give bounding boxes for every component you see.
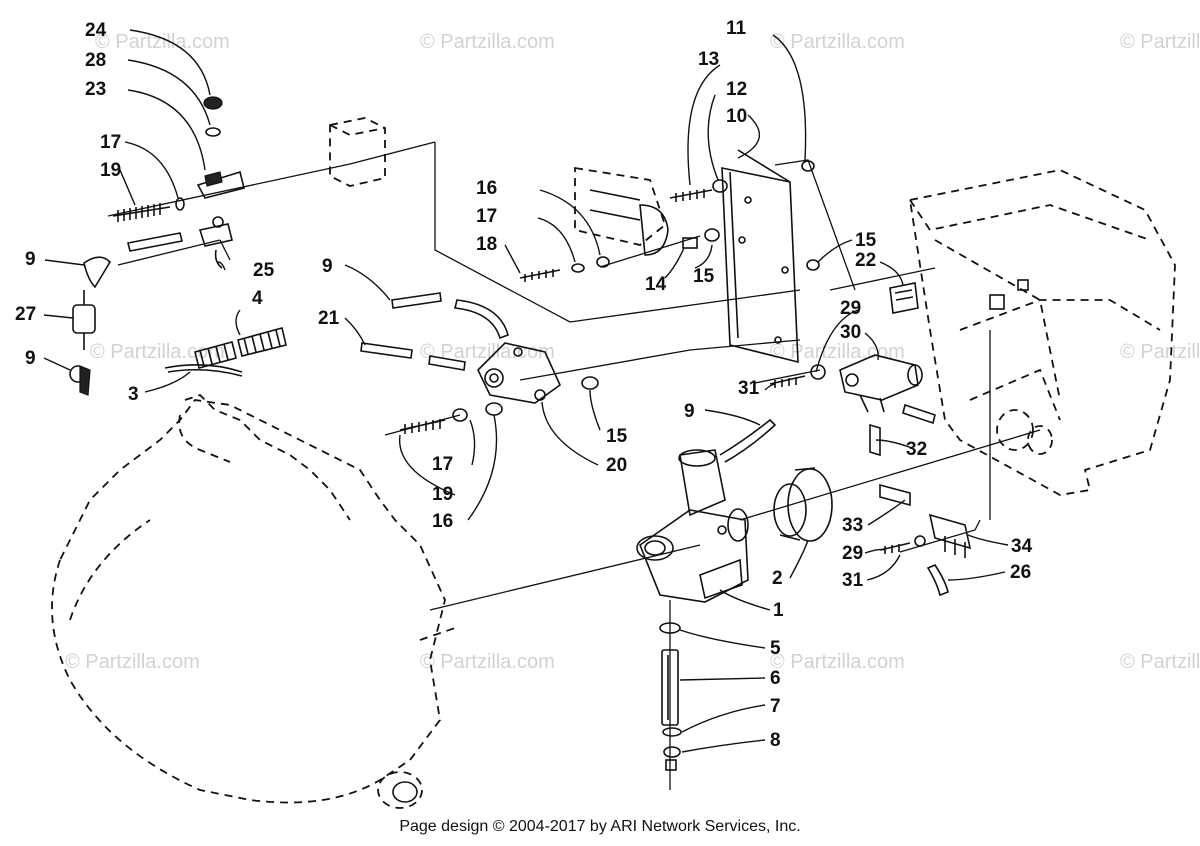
callout-15: 15 [693, 266, 715, 287]
callout-2: 2 [772, 568, 783, 589]
callout-25: 25 [253, 260, 275, 281]
watermarks: © Partzilla.com © Partzilla.com © Partzi… [65, 31, 1200, 673]
watermark: © Partzilla.com [1120, 31, 1200, 53]
callout-9: 9 [322, 256, 333, 277]
callout-23: 23 [85, 79, 106, 100]
bracket-23 [112, 96, 245, 222]
carburetor-1 [636, 418, 777, 603]
callout-34: 34 [1011, 536, 1033, 557]
watermark: © Partzilla.com [1120, 341, 1200, 363]
callout-12: 12 [726, 79, 747, 100]
callout-7: 7 [770, 696, 781, 717]
callout-17: 17 [432, 454, 453, 475]
callout-10: 10 [726, 106, 747, 127]
callout-20: 20 [606, 455, 627, 476]
leader-lines [43, 29, 1009, 753]
watermark: © Partzilla.com [420, 651, 555, 673]
watermark: © Partzilla.com [420, 31, 555, 53]
watermark: © Partzilla.com [770, 651, 905, 673]
callout-28: 28 [85, 50, 106, 71]
fuel-filter-27 [69, 290, 96, 396]
callout-33: 33 [842, 515, 863, 536]
callout-30: 30 [840, 322, 861, 343]
callout-19: 19 [100, 160, 121, 181]
callout-9: 9 [684, 401, 695, 422]
solenoid-box [329, 117, 386, 187]
callout-8: 8 [770, 730, 781, 751]
hoses-9-21 [360, 292, 509, 371]
callout-6: 6 [770, 668, 781, 689]
engine-outline [51, 393, 456, 809]
decal-22 [889, 282, 919, 314]
callout-21: 21 [318, 308, 340, 329]
springs-4-3 [164, 327, 287, 377]
callout-31: 31 [738, 378, 760, 399]
callout-32: 32 [906, 439, 927, 460]
callout-26: 26 [1010, 562, 1031, 583]
callout-17: 17 [476, 206, 497, 227]
drain-parts [659, 622, 682, 771]
watermark: © Partzilla.com [770, 31, 905, 53]
copyright-footer: Page design © 2004-2017 by ARI Network S… [399, 818, 801, 835]
fuel-pump-upper [519, 166, 720, 282]
callout-29: 29 [842, 543, 863, 564]
callout-17: 17 [100, 132, 121, 153]
hoses-32 [869, 403, 936, 457]
intake-boot-2 [773, 467, 833, 542]
callout-19: 19 [432, 484, 453, 505]
callout-labels: 24 28 23 17 19 9 25 27 4 3 9 16 17 18 14… [15, 18, 1033, 751]
alignment-lines [107, 141, 1041, 790]
callout-27: 27 [15, 304, 36, 325]
watermark: © Partzilla.com [1120, 651, 1200, 673]
callout-1: 1 [773, 600, 784, 621]
watermark: © Partzilla.com [65, 651, 200, 673]
callout-31: 31 [842, 570, 864, 591]
fuel-pump-20 [399, 342, 599, 434]
mounting-plate-10 [669, 149, 820, 364]
callout-29: 29 [840, 298, 861, 319]
callout-15: 15 [855, 230, 877, 251]
watermark: © Partzilla.com [95, 31, 230, 53]
callout-3: 3 [128, 384, 139, 405]
callout-9: 9 [25, 348, 36, 369]
watermark: © Partzilla.com [90, 341, 225, 363]
callout-16: 16 [476, 178, 497, 199]
callout-5: 5 [770, 638, 781, 659]
airbox-outline [908, 169, 1176, 496]
callout-22: 22 [855, 250, 876, 271]
callout-4: 4 [252, 288, 263, 309]
callout-16: 16 [432, 511, 453, 532]
callout-9: 9 [25, 249, 36, 270]
callout-24: 24 [85, 20, 107, 41]
callout-15: 15 [606, 426, 628, 447]
bracket-34 [879, 483, 972, 597]
solenoid-30 [769, 354, 923, 413]
callout-14: 14 [645, 274, 667, 295]
callout-13: 13 [698, 49, 719, 70]
callout-18: 18 [476, 234, 497, 255]
valve-25 [83, 216, 233, 289]
callout-11: 11 [726, 18, 747, 39]
